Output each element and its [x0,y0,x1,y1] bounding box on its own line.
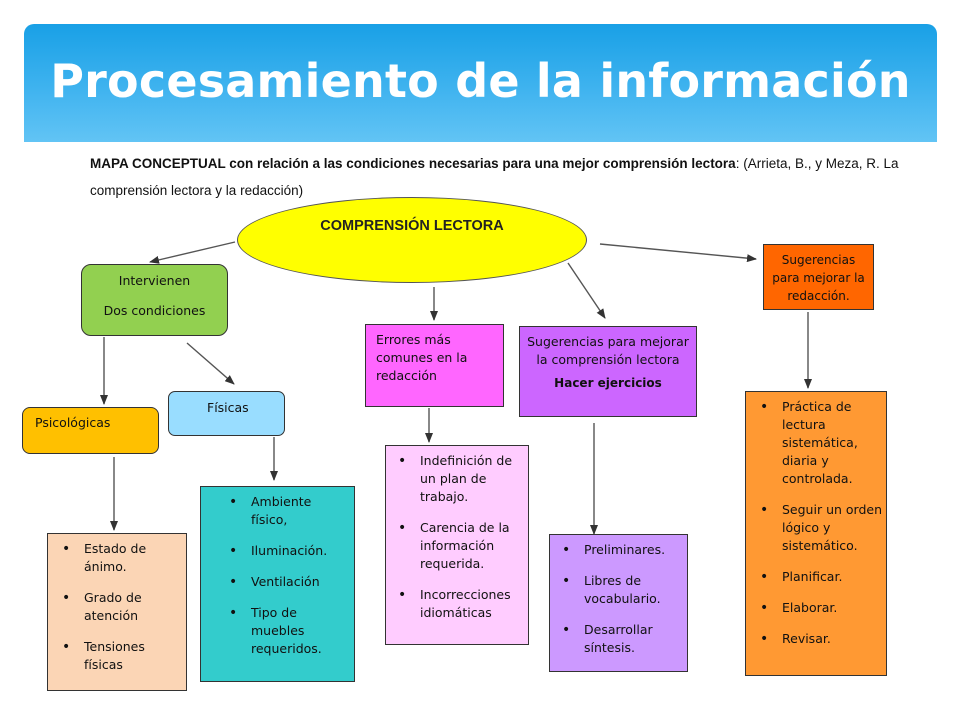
list-item: Ambiente físico, [229,493,350,529]
arrow-center-intervienen [149,241,236,264]
list-item: Grado de atención [62,589,182,625]
diagram-caption: MAPA CONCEPTUAL con relación a las condi… [90,150,950,204]
center-node: COMPRENSIÓN LECTORA [237,197,587,283]
sugerencias-comprension-label: Sugerencias para mejorar la comprensión … [527,334,689,367]
list-item: Tipo de muebles requeridos. [229,604,350,658]
title-banner: Procesamiento de la información [24,24,937,142]
sugerencias-redaccion-label: Sugerencias para mejorar la redacción. [772,253,865,303]
list-item: Estado de ánimo. [62,540,182,576]
list-item: Incorrecciones idiomáticas [398,586,524,622]
list-item: Revisar. [760,630,882,648]
intervienen-line1: Intervienen [118,273,191,288]
intervienen-node: Intervienen Dos condiciones [81,264,228,336]
sugerencias-comprension-sub: Hacer ejercicios [554,376,662,390]
arrow-center-sugerencias-redaccion [599,243,757,263]
sugerencias-redaccion-node: Sugerencias para mejorar la redacción. [763,244,874,310]
sugerencias-comprension-list: Preliminares. Libres de vocabulario. Des… [549,534,688,672]
errores-node: Errores más comunes en la redacción [365,324,504,407]
sugerencias-comprension-node: Sugerencias para mejorar la comprensión … [519,326,697,417]
list-item: Tensiones físicas [62,638,182,674]
errores-label: Errores más comunes en la redacción [376,332,468,383]
list-item: Seguir un orden lógico y sistemático. [760,501,882,555]
psicologicas-node: Psicológicas [22,407,159,454]
fisicas-label: Físicas [207,400,249,415]
fisicas-list: Ambiente físico, Iluminación. Ventilació… [200,486,355,682]
arrow-center-sugerencias-comprension [567,262,606,319]
list-item: Planificar. [760,568,882,586]
list-item: Preliminares. [562,541,683,559]
caption-bold: MAPA CONCEPTUAL con relación a las condi… [90,156,736,171]
psicologicas-list: Estado de ánimo. Grado de atención Tensi… [47,533,187,691]
page-title: Procesamiento de la información [50,54,911,108]
arrow-intervienen-fisicas [186,342,235,385]
list-item: Libres de vocabulario. [562,572,683,608]
intervienen-line2: Dos condiciones [103,303,206,318]
list-item: Desarrollar síntesis. [562,621,683,657]
center-label: COMPRENSIÓN LECTORA [320,218,504,234]
list-item: Elaborar. [760,599,882,617]
list-item: Ventilación [229,573,350,591]
errores-list: Indefinición de un plan de trabajo. Care… [385,445,529,645]
fisicas-node: Físicas [168,391,285,436]
caption-rest: : (Arrieta, B., y Meza, R. La comprensió… [90,156,899,198]
list-item: Carencia de la información requerida. [398,519,524,573]
list-item: Indefinición de un plan de trabajo. [398,452,524,506]
sugerencias-redaccion-list: Práctica de lectura sistemática, diaria … [745,391,887,676]
list-item: Iluminación. [229,542,350,560]
psicologicas-label: Psicológicas [35,415,111,430]
list-item: Práctica de lectura sistemática, diaria … [760,398,882,488]
